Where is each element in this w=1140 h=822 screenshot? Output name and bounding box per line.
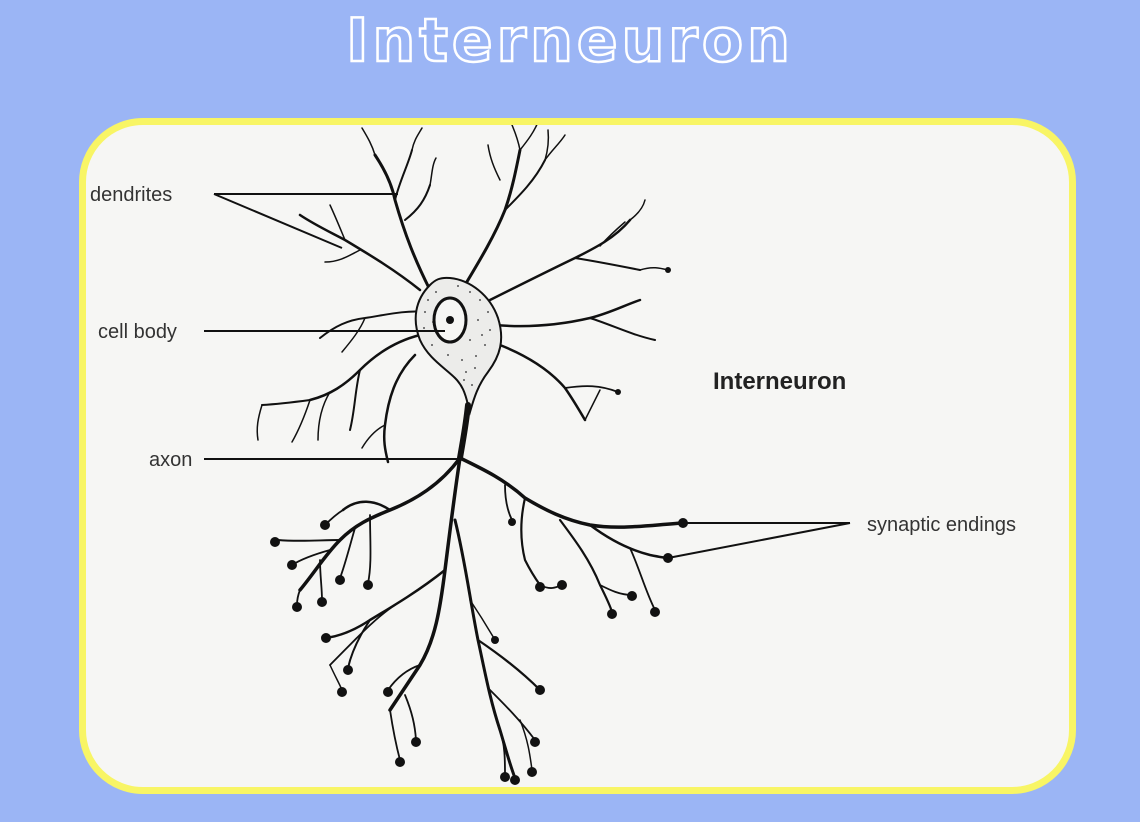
- nucleolus: [446, 316, 454, 324]
- leader-lines: [204, 193, 851, 559]
- dendrite-tree: [256, 125, 669, 464]
- cell-body-label: cell body: [98, 321, 177, 343]
- dendrites-leader-lower: [213, 193, 343, 249]
- synaptic-knobs: [270, 267, 688, 785]
- diagram-frame: dendrites cell body axon synaptic ending…: [79, 118, 1076, 794]
- neuron-diagram: dendrites cell body axon synaptic ending…: [90, 125, 1016, 785]
- slide-title: Interneuron: [345, 5, 794, 78]
- cell-body: [414, 276, 503, 416]
- axon-tree: [277, 402, 685, 780]
- synaptic-endings-label: synaptic endings: [867, 514, 1016, 536]
- figure-heading: Interneuron: [713, 368, 846, 395]
- synaptic-endings-leader-lower: [667, 522, 851, 559]
- axon-label: axon: [149, 449, 192, 471]
- dendrites-label: dendrites: [90, 184, 172, 206]
